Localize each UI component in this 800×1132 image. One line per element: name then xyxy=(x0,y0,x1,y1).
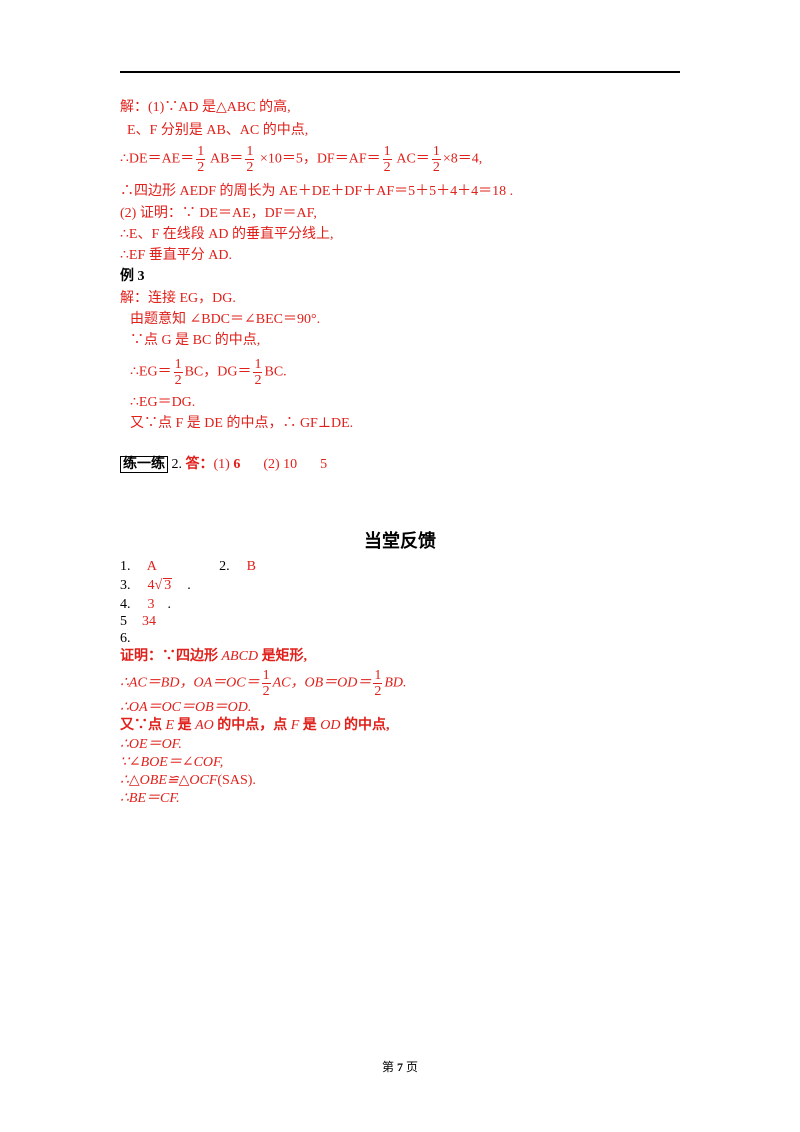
question-1-number: 1. xyxy=(120,559,131,574)
feedback-line-5: 5 34 xyxy=(120,613,156,631)
answer-part-1: (1) xyxy=(213,457,230,472)
proof-line-7: ∴△OBE≌△OCF(SAS). xyxy=(120,773,256,788)
example-3-heading: 例 3 xyxy=(120,269,145,284)
solution-line-7: ∴EF 垂直平分 AD. xyxy=(120,248,232,263)
answer-part-2: (2) 10 xyxy=(263,457,298,472)
page-number: 7 xyxy=(397,1060,403,1074)
practice-line: 练一练 2. 答：(1) 6 (2) 10 5 xyxy=(120,456,327,474)
text-bc-dg: BC，DG＝ xyxy=(184,364,252,380)
text-result-4: ×8＝4, xyxy=(442,151,483,167)
example-3-line-6: 又∵点 F 是 DE 的中点，∴ GF⊥DE. xyxy=(130,416,354,431)
feedback-line-1-2: 1. A 2. B xyxy=(120,558,256,576)
solution-line-5: (2) 证明：∵ DE＝AE，DF＝AF, xyxy=(120,206,317,221)
proof-line-4: 又∵点 E 是 AO 的中点，点 F 是 OD 的中点, xyxy=(120,718,390,733)
example-3-line-5: ∴EG＝DG. xyxy=(130,395,196,410)
answer-4: 3 xyxy=(147,597,155,612)
answer-value-1: 6 xyxy=(233,457,241,472)
example-3-line-2: 由题意知 ∠BDC＝∠BEC＝90°. xyxy=(130,312,321,327)
question-2-number: 2. xyxy=(219,559,230,574)
question-4-number: 4. xyxy=(120,597,131,612)
solution-line-4: ∴四边形 AEDF 的周长为 AE＋DE＋DF＋AF＝5＋5＋4＋4＝18 . xyxy=(120,184,514,199)
proof-line-8: ∴BE＝CF. xyxy=(120,791,180,806)
header-rule xyxy=(120,71,680,73)
text-ab: AB＝ xyxy=(209,151,244,167)
answer-1: A xyxy=(146,559,157,574)
practice-number: 2. xyxy=(171,457,183,472)
feedback-line-4: 4. 3 . xyxy=(120,597,171,612)
feedback-line-3: 3. 4√3 . xyxy=(120,578,191,593)
answer-2: B xyxy=(246,559,256,574)
solution-line-6: ∴E、F 在线段 AD 的垂直平分线上, xyxy=(120,227,334,242)
proof-line-5: ∴OE＝OF. xyxy=(120,737,182,752)
text-ac: AC＝ xyxy=(396,151,430,167)
section-title: 当堂反馈 xyxy=(364,531,436,552)
text-df-af: ×10＝5，DF＝AF＝ xyxy=(259,151,381,167)
answer-3: 4√3 xyxy=(147,578,173,593)
answer-label: 答： xyxy=(185,457,214,472)
text-eg: ∴EG＝ xyxy=(130,364,172,380)
solution-line-2: E、F 分别是 AB、AC 的中点, xyxy=(127,123,309,138)
question-5-number: 5 xyxy=(120,614,127,629)
example-3-line-1: 解：连接 EG，DG. xyxy=(120,291,236,306)
example-3-line-3: ∵点 G 是 BC 的中点, xyxy=(130,333,261,348)
solution-line-1: 解：(1)∵AD 是△ABC 的高, xyxy=(120,100,291,115)
feedback-line-6: 6. xyxy=(120,631,131,646)
practice-label: 练一练 xyxy=(120,456,168,473)
page-footer: 第 7 页 xyxy=(381,1060,419,1074)
text-bc: BC. xyxy=(264,364,287,380)
question-3-number: 3. xyxy=(120,578,131,593)
proof-line-6: ∵∠BOE＝∠COF, xyxy=(120,755,224,770)
answer-5: 34 xyxy=(142,614,156,629)
text-de-ae: ∴DE＝AE＝ xyxy=(120,151,195,167)
proof-line-1: 证明：∵四边形 ABCD 是矩形, xyxy=(120,649,308,664)
proof-line-3: ∴OA＝OC＝OB＝OD. xyxy=(120,700,252,715)
answer-value-3: 5 xyxy=(320,457,328,472)
